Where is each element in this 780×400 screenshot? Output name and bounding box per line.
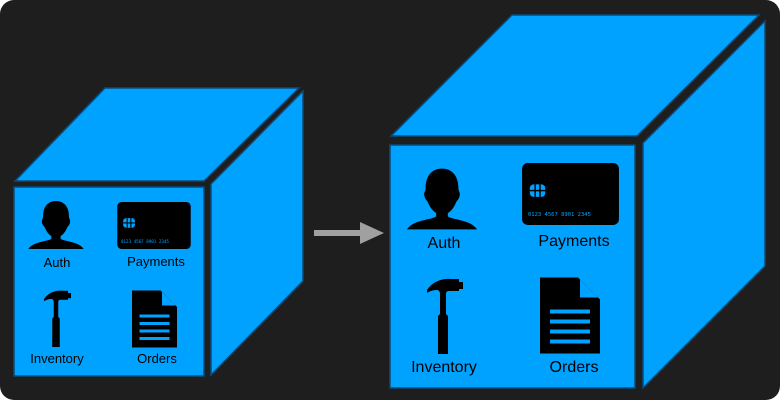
module-inventory: Inventory <box>30 290 84 366</box>
module-label: Payments <box>127 254 185 269</box>
module-label: Inventory <box>411 359 477 376</box>
card-number: 0123 4567 8901 2345 <box>528 212 591 218</box>
module-orders: Orders <box>540 277 600 376</box>
cube-before: Auth 0123 4567 8901 2345 Payments Invent… <box>13 87 304 377</box>
module-payments: 0123 4567 8901 2345 Payments <box>522 163 619 250</box>
module-inventory: Inventory <box>411 278 477 376</box>
module-label: Auth <box>428 235 461 252</box>
module-auth: Auth <box>28 201 84 270</box>
module-orders: Orders <box>132 290 177 366</box>
cube-before-top-face <box>13 87 301 182</box>
module-label: Inventory <box>30 351 84 366</box>
cube-after-top-face <box>389 14 761 137</box>
module-label: Payments <box>538 233 609 250</box>
cube-before-right-face <box>210 89 304 377</box>
cube-after: Auth 0123 4567 8901 2345 Payments Invent… <box>389 14 766 390</box>
module-payments: 0123 4567 8901 2345 Payments <box>117 202 191 269</box>
cube-after-right-face <box>642 19 766 390</box>
module-auth: Auth <box>407 168 477 252</box>
arrow-right-icon <box>314 222 384 244</box>
module-label: Orders <box>550 359 599 376</box>
module-label: Orders <box>137 351 177 366</box>
card-number: 0123 4567 8901 2345 <box>121 239 169 244</box>
module-label: Auth <box>44 255 71 270</box>
